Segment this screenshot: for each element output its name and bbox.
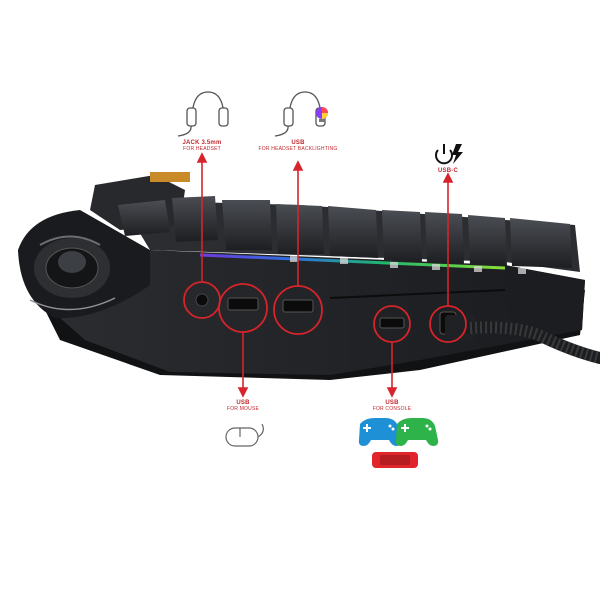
callout-console-usb: USB FOR CONSOLE <box>362 400 422 412</box>
callout-title: JACK 3.5mm <box>182 140 222 146</box>
callout-subtitle: FOR MOUSE <box>226 406 260 412</box>
braided-cable <box>445 315 600 364</box>
callout-title: USB <box>291 140 305 146</box>
usb-port-headset <box>282 299 314 313</box>
callout-title: USB <box>236 400 250 406</box>
power-charge-icon <box>435 144 463 165</box>
handheld-console-icon <box>372 452 418 468</box>
accent-strip <box>150 172 190 182</box>
mouse-icon <box>225 423 264 447</box>
usb-port-console <box>379 317 405 329</box>
callout-title: USB-C <box>438 168 458 174</box>
callout-arrows <box>196 152 454 398</box>
thumbstick-module <box>18 210 150 319</box>
blue-gamepad-icon <box>358 418 402 446</box>
callout-headset-jack: JACK 3.5mm FOR HEADSET <box>172 140 232 152</box>
callout-subtitle: FOR HEADSET <box>183 146 221 152</box>
jack-port <box>195 293 209 307</box>
callout-subtitle: FOR HEADSET BACKLIGHTING <box>258 146 338 152</box>
callout-title: USB <box>385 400 399 406</box>
callout-mouse-usb: USB FOR MOUSE <box>213 400 273 412</box>
usb-port-mouse <box>227 297 259 311</box>
callout-usb-c: USB-C <box>428 168 468 174</box>
callout-subtitle: FOR CONSOLE <box>372 406 412 412</box>
rgb-bulb-icon <box>316 107 328 122</box>
green-gamepad-icon <box>395 418 439 446</box>
callout-headset-usb: USB FOR HEADSET BACKLIGHTING <box>248 140 348 152</box>
headset-icon <box>177 91 229 137</box>
keycaps <box>90 172 572 274</box>
